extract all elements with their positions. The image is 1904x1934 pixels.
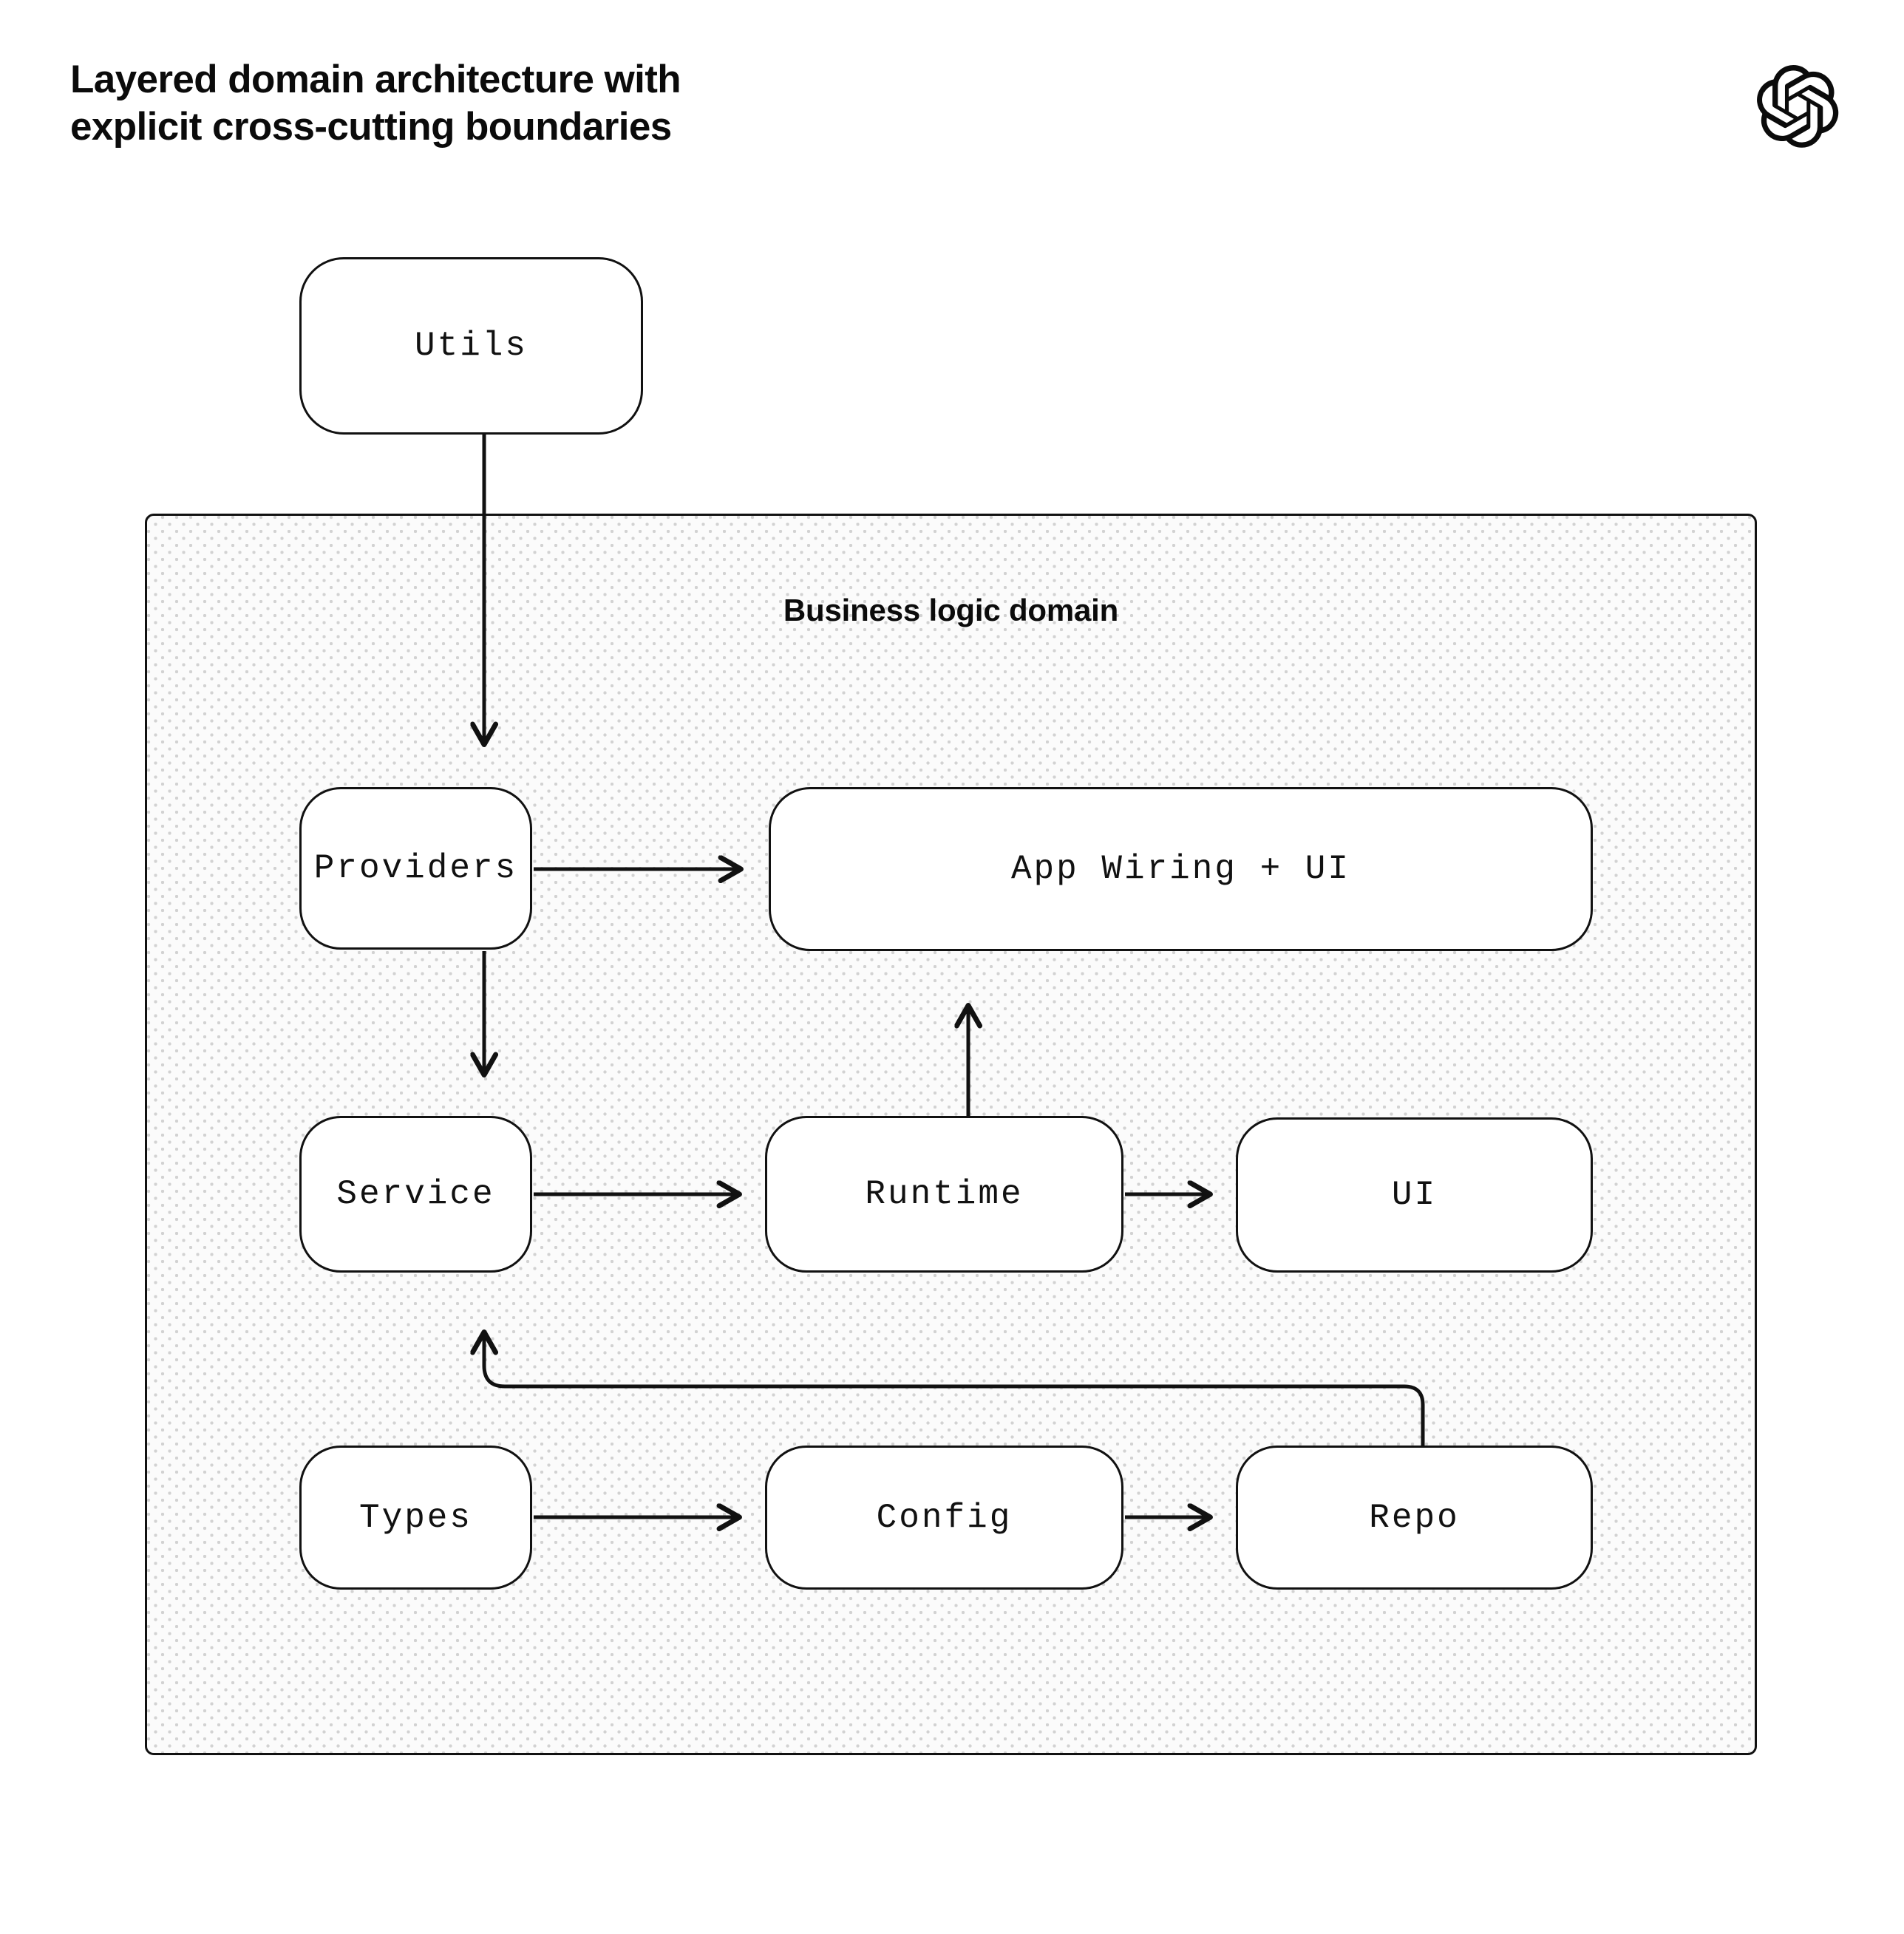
node-providers[interactable]: Providers [299, 787, 532, 950]
node-runtime[interactable]: Runtime [765, 1116, 1123, 1273]
domain-container-label: Business logic domain [783, 593, 1119, 627]
node-utils[interactable]: Utils [299, 257, 643, 435]
node-utils-label: Utils [414, 327, 528, 365]
node-types[interactable]: Types [299, 1446, 532, 1590]
node-app-wiring-ui[interactable]: App Wiring + UI [769, 787, 1593, 951]
node-config[interactable]: Config [765, 1446, 1123, 1590]
page-title: Layered domain architecture with explici… [70, 58, 681, 149]
node-runtime-label: Runtime [865, 1175, 1024, 1213]
node-service-label: Service [336, 1175, 495, 1213]
node-types-label: Types [358, 1498, 473, 1537]
node-repo[interactable]: Repo [1236, 1446, 1593, 1590]
node-providers-label: Providers [313, 849, 518, 888]
node-repo-label: Repo [1369, 1498, 1460, 1537]
node-config-label: Config [876, 1498, 1013, 1537]
node-ui[interactable]: UI [1236, 1117, 1593, 1273]
openai-logo [1756, 65, 1839, 148]
node-ui-label: UI [1391, 1176, 1438, 1214]
node-service[interactable]: Service [299, 1116, 532, 1273]
node-app-wiring-ui-label: App Wiring + UI [1010, 850, 1351, 888]
